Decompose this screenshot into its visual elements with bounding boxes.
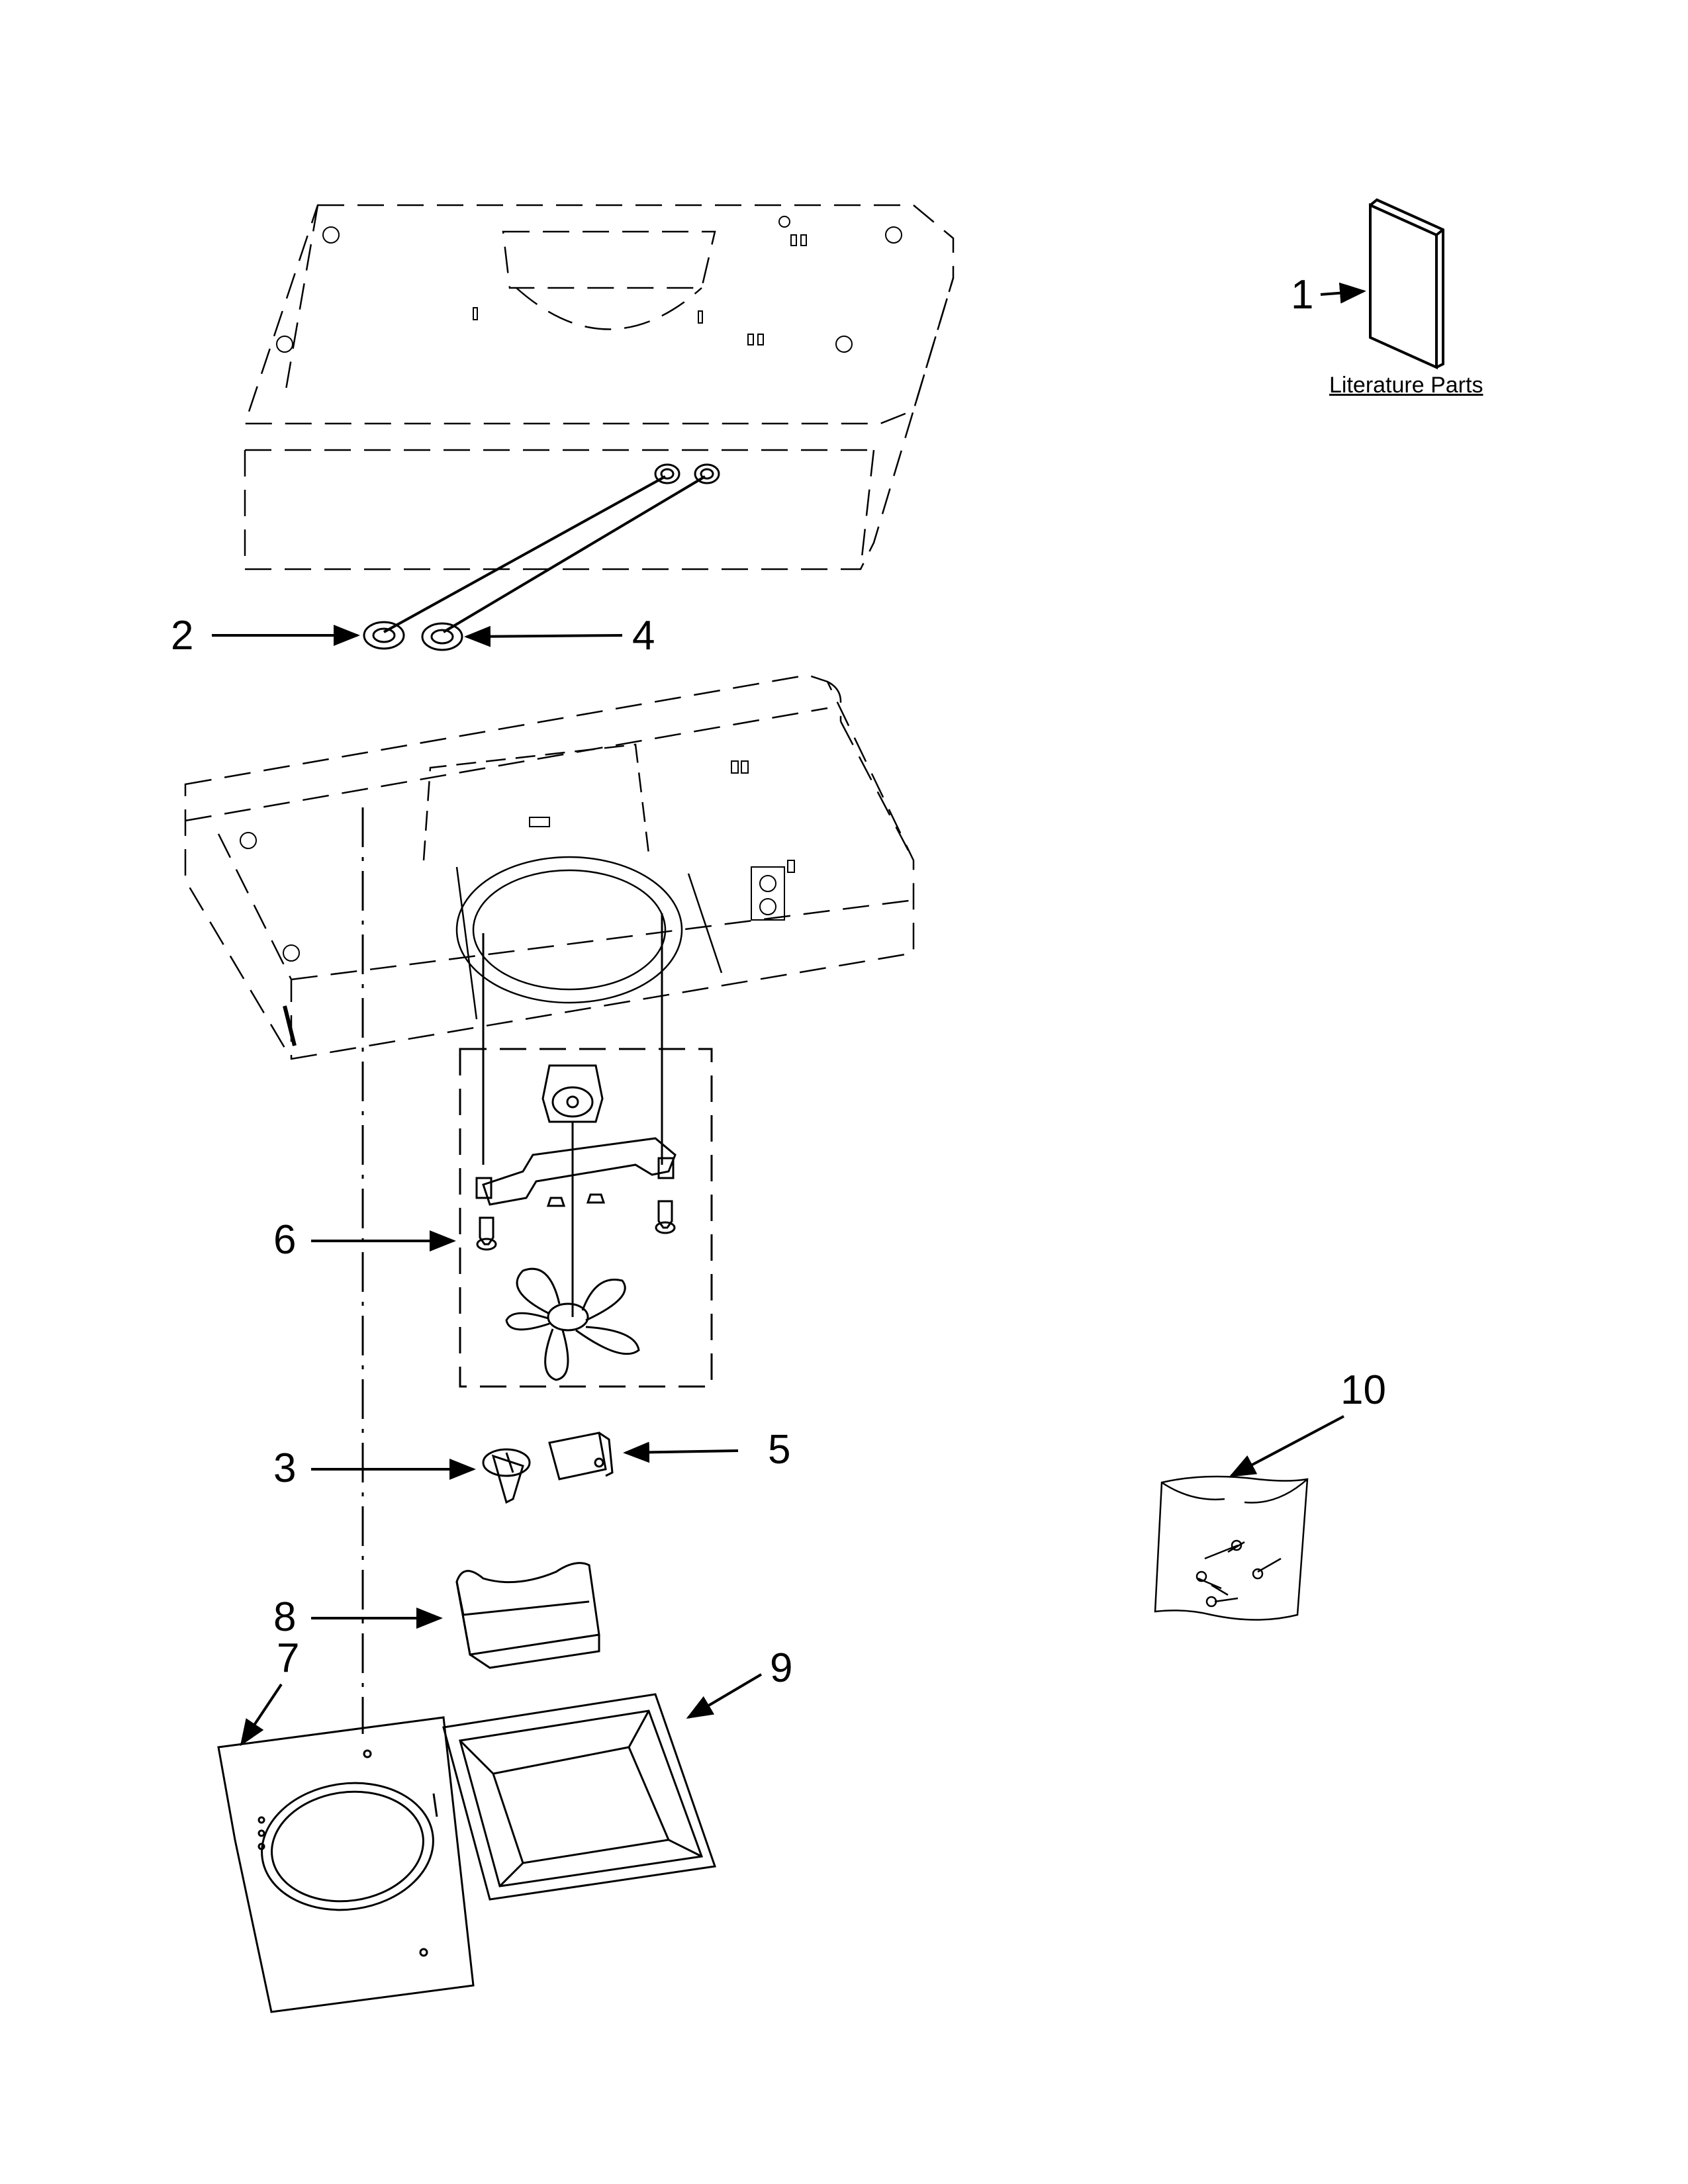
callout-1: 1	[1291, 272, 1314, 318]
callout-9: 9	[770, 1645, 793, 1691]
motor-screws	[476, 1193, 676, 1251]
blower-motor	[541, 1064, 604, 1317]
callout-3: 3	[273, 1445, 297, 1491]
callout-5: 5	[768, 1427, 791, 1473]
callout-4: 4	[632, 613, 655, 659]
callout-2: 2	[171, 613, 194, 659]
callout-8: 8	[273, 1594, 297, 1640]
part-10-hardware-bag	[1154, 1475, 1309, 1621]
part-4-knob-bushing	[421, 622, 463, 651]
motor-mounting-bracket	[475, 1137, 677, 1206]
hood-blower-opening	[422, 743, 723, 1020]
part-5-switch	[548, 1432, 614, 1480]
blower-alignment-lines	[482, 913, 663, 1165]
callout-arrows	[212, 282, 1366, 1747]
hood-lower-details	[240, 760, 795, 1046]
fan-blade	[505, 1267, 640, 1381]
part-8-lamp-cover	[455, 1562, 600, 1669]
literature-parts-label: Literature Parts	[1329, 373, 1483, 398]
part-3-control-knob	[482, 1448, 531, 1504]
callout-6: 6	[273, 1217, 297, 1263]
hood-lower-housing	[184, 674, 915, 1060]
part-9-light-lens-tray	[442, 1693, 717, 1901]
callout-7: 7	[277, 1635, 300, 1681]
knob-bushings-upper	[654, 463, 720, 484]
hood-top-details	[276, 216, 902, 353]
part-6-blower-group-box	[459, 1048, 713, 1388]
part-7-damper-plate	[217, 1716, 475, 2013]
hood-top-housing	[244, 204, 955, 570]
part-1-literature-booklet	[1369, 198, 1444, 370]
knob-shaft-lines	[383, 475, 706, 633]
part-2-knob-bushing	[363, 621, 405, 650]
callout-10: 10	[1340, 1367, 1386, 1413]
